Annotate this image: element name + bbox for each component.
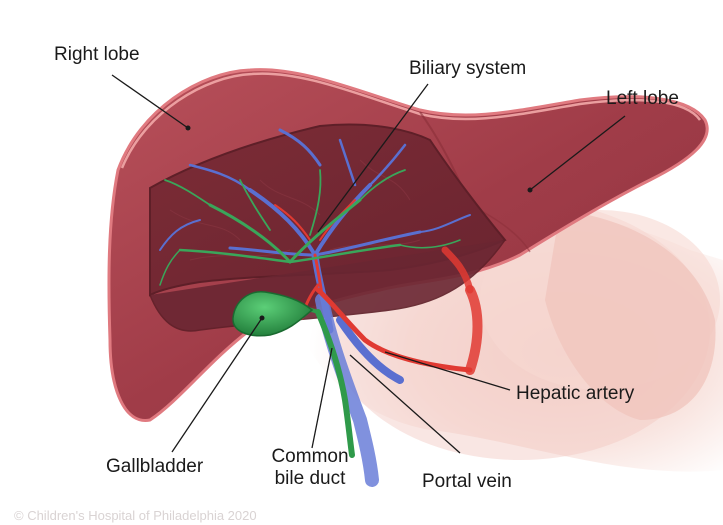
label-common-bile-duct-line1: Common <box>255 446 365 468</box>
copyright-notice: © Children's Hospital of Philadelphia 20… <box>14 508 257 523</box>
label-common-bile-duct-line2: bile duct <box>255 468 365 490</box>
label-common-bile-duct: Common bile duct <box>255 446 365 490</box>
label-portal-vein: Portal vein <box>422 471 512 493</box>
label-right-lobe: Right lobe <box>54 44 140 66</box>
label-biliary-system: Biliary system <box>409 58 526 80</box>
label-gallbladder: Gallbladder <box>106 456 203 478</box>
label-hepatic-artery: Hepatic artery <box>516 383 634 405</box>
label-left-lobe: Left lobe <box>606 88 679 110</box>
